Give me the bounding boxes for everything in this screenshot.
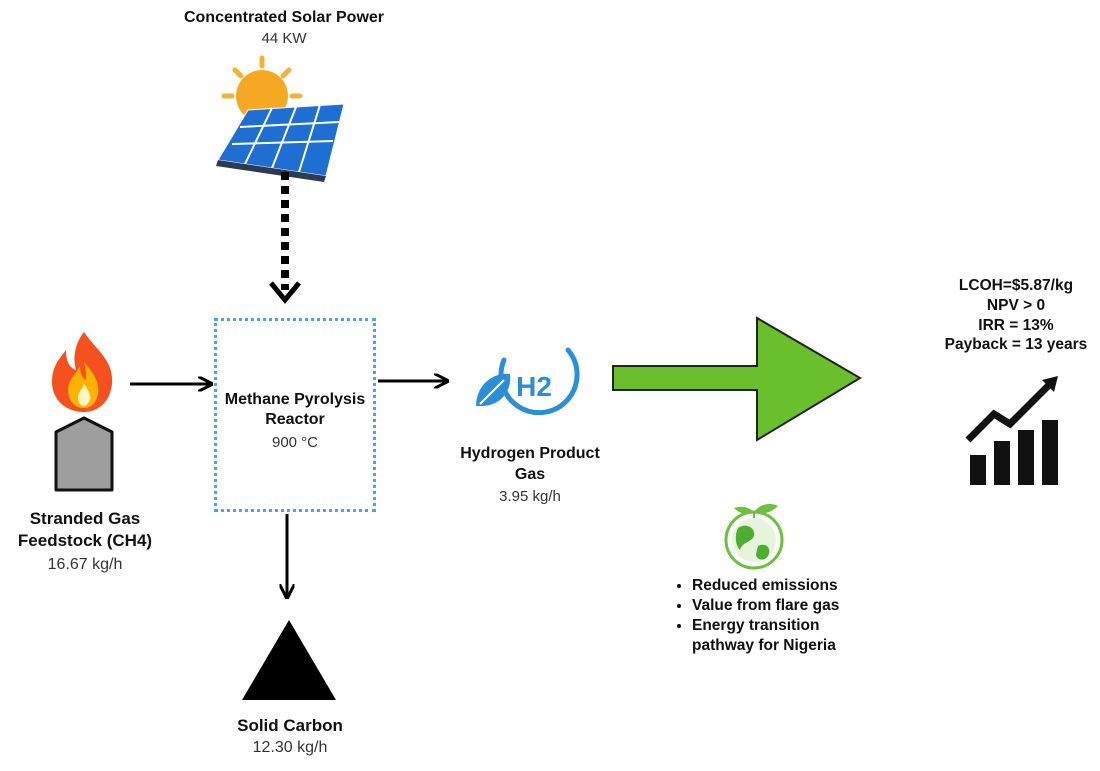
h2-symbol: H2: [516, 371, 552, 402]
benefit-item: Value from flare gas: [692, 596, 839, 616]
feedstock-title-line1: Stranded Gas: [29, 509, 141, 528]
solid-carbon-icon: [242, 620, 336, 700]
gas-tank-icon: [54, 416, 114, 492]
economics-lcoh: LCOH=$5.87/kg: [958, 277, 1074, 294]
solar-panel-icon: [216, 55, 345, 182]
earth-sustainability-icon: [724, 504, 784, 570]
growth-chart-icon: [965, 376, 1058, 485]
solar-to-reactor-arrow: [269, 172, 301, 304]
economics-payback: Payback = 13 years: [944, 336, 1088, 354]
economics-irr: IRR = 13%: [978, 316, 1054, 334]
reactor-title-line2: Reactor: [265, 411, 325, 428]
reactor-temperature: 900 °C: [271, 434, 319, 451]
hydrogen-icon: H2: [476, 347, 580, 416]
benefit-item-continuation: pathway for Nigeria: [692, 637, 836, 655]
economics-summary: LCOH=$5.87/kg NPV > 0 IRR = 13% Payback …: [926, 276, 1100, 355]
feedstock-title-line2: Feedstock (CH4): [17, 531, 153, 550]
reactor-title-line1: Methane Pyrolysis: [224, 391, 366, 408]
solar-value: 44 KW: [261, 30, 307, 47]
feedstock-value: 16.67 kg/h: [47, 556, 123, 573]
benefit-item: Energy transition: [692, 616, 839, 636]
economics-npv: NPV > 0: [986, 296, 1046, 314]
hydrogen-value: 3.95 kg/h: [499, 488, 561, 505]
hydrogen-title-line1: Hydrogen Product: [460, 445, 600, 462]
big-green-arrow: [612, 316, 862, 442]
solar-title: Concentrated Solar Power: [183, 9, 385, 26]
benefits-list: Reduced emissions Value from flare gas E…: [672, 576, 839, 657]
carbon-title: Solid Carbon: [237, 716, 343, 735]
flame-icon: [52, 332, 113, 412]
carbon-value: 12.30 kg/h: [252, 739, 328, 756]
hydrogen-title-line2: Gas: [514, 466, 546, 483]
reactor-box: [214, 318, 376, 512]
benefit-item: Reduced emissions: [692, 576, 839, 596]
